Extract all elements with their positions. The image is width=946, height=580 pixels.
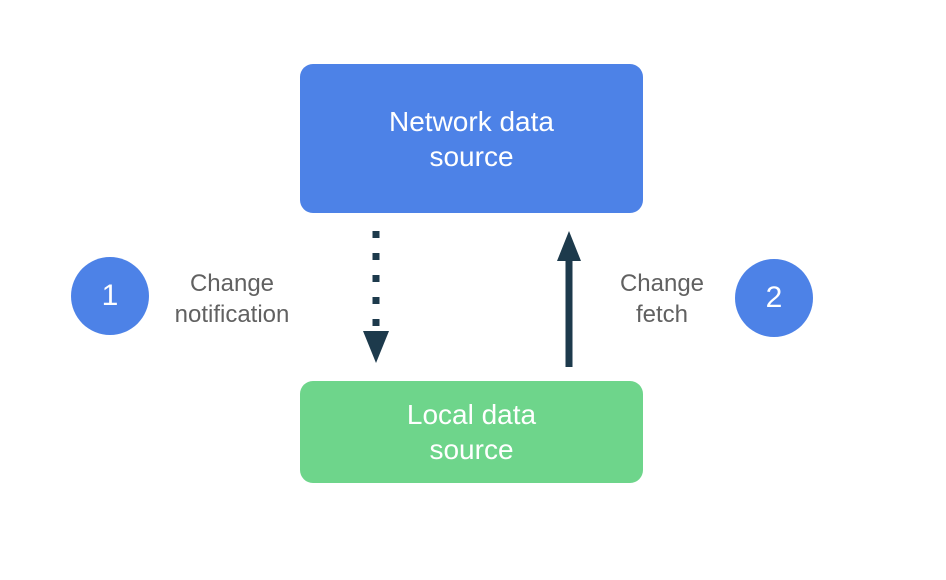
step-1-badge: 1: [71, 257, 149, 335]
step-1-label: Change notification: [174, 270, 290, 328]
step-2-number: 2: [765, 281, 783, 314]
step-2-badge: 2: [735, 259, 813, 337]
down-arrowhead-icon: [363, 331, 389, 363]
local-data-source-node: Local data source: [300, 381, 643, 483]
change-notification-arrow: [363, 231, 389, 363]
step-2-label: Change fetch: [619, 270, 705, 328]
step-1-number: 1: [101, 279, 119, 312]
network-node-label: Network data source: [389, 105, 554, 172]
local-node-label: Local data source: [406, 399, 537, 465]
network-data-source-node: Network data source: [300, 64, 643, 213]
up-arrowhead-icon: [557, 231, 581, 261]
